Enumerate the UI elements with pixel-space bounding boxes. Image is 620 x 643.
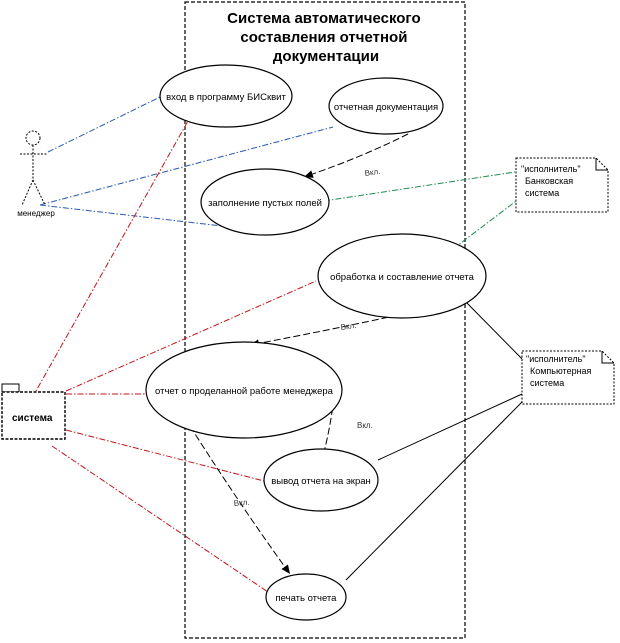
note-computer-shape [521,350,615,405]
note-computer-text: "исполнитель" Компьютерная система [526,354,594,388]
use-case-report-label: отчет о проделанной работе менеджера [155,386,334,397]
link-actor-login [47,96,161,153]
link-system-login [31,120,189,399]
use-case-report[interactable]: отчет о проделанной работе менеджера [145,341,343,439]
use-case-docs-label: отчетная документация [334,102,438,113]
link-system-print [51,445,269,593]
use-case-process-label: обработка и составление отчета [330,272,475,283]
use-case-login-label: вход в программу БИСквит [166,92,286,103]
use-case-print[interactable]: печать отчета [265,573,347,621]
actor-links [39,96,334,227]
link-actor-docs [39,126,334,206]
use-case-fill-label: заполнение пустых полей [208,198,322,209]
use-case-display-label: вывод отчета на экран [271,476,371,487]
boundary-title: Система автоматического составления отче… [227,10,425,65]
package-label: система [12,413,53,424]
link-system-process [65,280,317,392]
system-boundary [184,1,466,639]
package-system[interactable]: система [1,383,66,440]
link-computer-display [377,393,523,461]
actor-leg-right [32,179,46,206]
system-links [31,120,317,593]
actor-label: менеджер [17,209,55,218]
use-case-login[interactable]: вход в программу БИСквит [159,64,293,128]
include-docs-fill [303,133,409,178]
note-bank-system: "исполнитель" Банковская система [515,157,609,213]
link-computer-print [345,401,523,581]
note-computer-fold [601,351,614,364]
link-actor-fill [39,204,223,227]
link-bank-process [452,191,529,250]
actor-head [25,130,41,146]
package-tab [1,383,20,393]
bank-links [323,171,529,250]
computer-links [345,299,529,581]
include-tag-4: Вкл. [233,498,250,508]
use-case-fill[interactable]: заполнение пустых полей [200,168,330,236]
actor-manager[interactable] [20,130,47,206]
note-bank-text: "исполнитель" Банковская система [521,164,583,198]
note-bank-fold [595,158,608,171]
package-body [1,391,66,440]
use-case-process[interactable]: обработка и составление отчета [317,233,487,319]
link-system-display [65,429,265,482]
include-tag-2: Вкл. [340,321,357,332]
include-tag-1: Вкл. [364,167,381,178]
include-process-report [249,314,399,348]
use-case-display[interactable]: вывод отчета на экран [263,448,379,512]
link-bank-fill [323,171,516,202]
use-case-print-label: печать отчета [276,593,338,604]
note-computer-system: "исполнитель" Компьютерная система [521,350,615,405]
link-computer-process [463,299,529,366]
use-case-docs[interactable]: отчетная документация [328,77,444,135]
include-tag-3: Вкл. [357,421,373,430]
note-bank-shape [515,157,609,213]
actor-leg-left [21,179,34,206]
include-report-print [189,425,291,575]
